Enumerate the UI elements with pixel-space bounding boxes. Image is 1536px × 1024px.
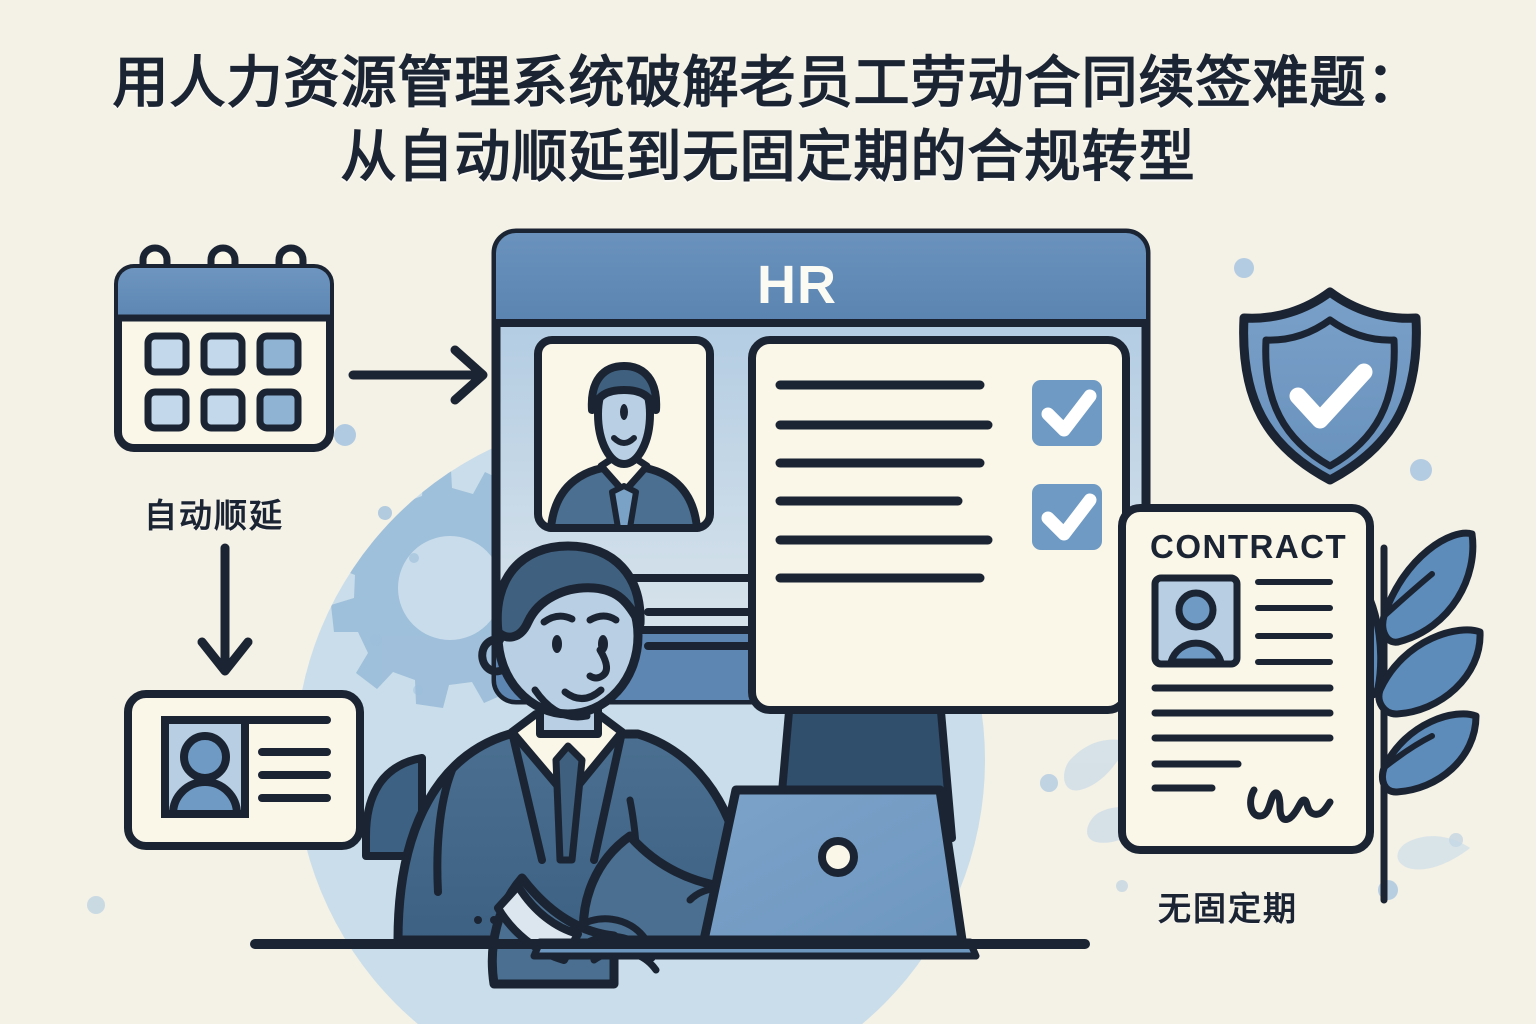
calendar-day-cells (144, 332, 302, 432)
contract-body-lines (1151, 684, 1334, 792)
checkbox-checked-1[interactable] (1032, 380, 1102, 446)
label-auto-extend: 自动顺延 (144, 497, 284, 534)
person-icon (547, 362, 701, 532)
contract-avatar (1151, 574, 1241, 668)
id-card-text-lines (258, 748, 331, 802)
contract-title: CONTRACT (1150, 528, 1348, 565)
check-icon (1041, 493, 1097, 541)
person-icon (169, 732, 241, 818)
calendar-header-band (118, 268, 330, 318)
monitor-header-title: HR (757, 255, 837, 315)
employee-card[interactable] (534, 336, 772, 650)
label-open-ended: 无固定期 (1158, 890, 1298, 927)
arrow-right-icon (348, 345, 488, 405)
checklist-panel[interactable] (748, 336, 1130, 714)
checklist-text-lines (775, 380, 993, 583)
checkbox-checked-2[interactable] (1032, 484, 1102, 550)
signature-icon (1247, 786, 1334, 823)
check-icon (1041, 389, 1097, 437)
contract-avatar-lines (1255, 579, 1333, 665)
monitor-header-bar (496, 233, 1146, 323)
check-icon (1289, 363, 1373, 429)
arrow-down-icon (197, 543, 253, 676)
person-head (478, 541, 645, 721)
